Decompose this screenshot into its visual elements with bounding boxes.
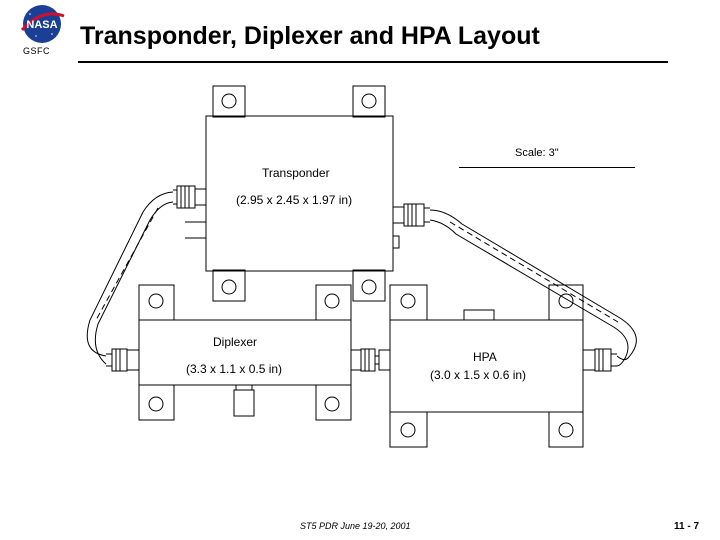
- diplexer-tab: [138, 384, 175, 421]
- transponder-tab: [352, 269, 386, 302]
- coax-cable-left: [86, 191, 174, 365]
- hpa-body: [389, 319, 584, 413]
- hpa-tab: [548, 411, 584, 448]
- transponder-dimensions: (2.95 x 2.45 x 1.97 in): [236, 193, 353, 207]
- page-title: Transponder, Diplexer and HPA Layout: [80, 22, 540, 50]
- hpa-right-connector: [582, 348, 617, 372]
- diplexer-tab: [138, 284, 175, 321]
- hpa-tab: [389, 411, 428, 448]
- title-underline: [78, 61, 668, 63]
- nasa-logo-text: NASA: [26, 19, 57, 31]
- transponder-tab: [212, 269, 246, 302]
- diplexer-dimensions: (3.3 x 1.1 x 0.5 in): [186, 362, 283, 376]
- hpa-dimensions: (3.0 x 1.5 x 0.6 in): [430, 368, 527, 382]
- diplexer-label: Diplexer: [213, 335, 258, 349]
- hpa-label: HPA: [473, 350, 497, 364]
- transponder-left-connector: [173, 185, 207, 209]
- page-number: 11 - 7: [674, 521, 700, 532]
- diplexer-tab: [315, 284, 352, 321]
- scale-bar: [459, 167, 635, 168]
- diplexer-right-connector: [350, 348, 376, 372]
- diplexer-tab: [315, 384, 352, 421]
- hpa-tab: [389, 284, 428, 321]
- transponder-tab: [352, 85, 386, 118]
- footer-event: ST5 PDR June 19-20, 2001: [300, 521, 411, 531]
- hpa-left-connector: [375, 349, 391, 371]
- transponder-tab: [212, 85, 246, 118]
- coax-cable-right: [429, 209, 637, 367]
- scale-label: Scale: 3": [515, 147, 559, 159]
- hpa-tab: [548, 284, 584, 321]
- transponder-label: Transponder: [262, 166, 330, 180]
- transponder-right-connector: [392, 203, 430, 227]
- org-label: GSFC: [23, 46, 51, 56]
- nasa-logo: NASA: [18, 4, 66, 44]
- diplexer-left-connector: [106, 348, 140, 372]
